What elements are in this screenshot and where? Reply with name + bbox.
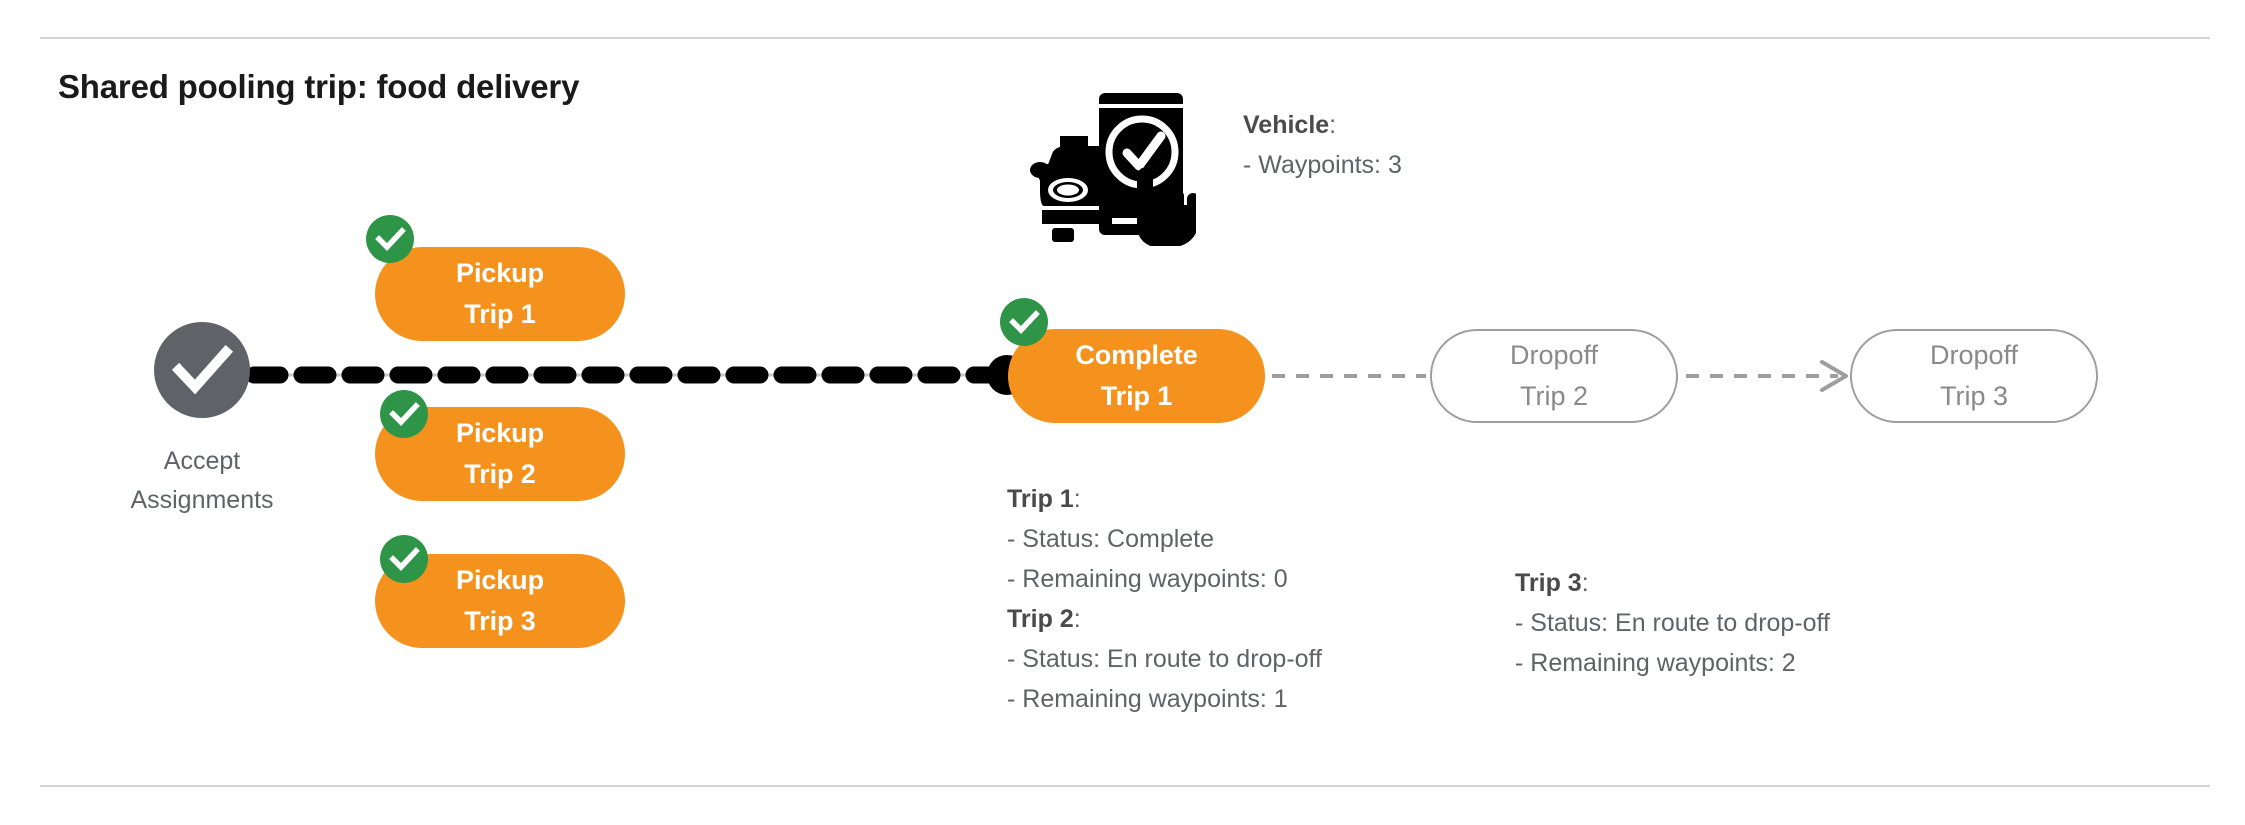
badge-disc bbox=[1000, 298, 1048, 346]
badge-disc bbox=[366, 215, 414, 263]
trip-3-status-line: - Status: En route to drop-off bbox=[1515, 609, 1830, 637]
car-phone-check-hand-icon bbox=[1030, 93, 1196, 246]
trip-1-status-line: - Status: Complete bbox=[1007, 525, 1215, 553]
vehicle-waypoints-line: - Waypoints: 3 bbox=[1243, 151, 1402, 179]
complete-trip-1-check-badge-icon bbox=[1000, 298, 1048, 346]
pickup-trip-3-check-badge-icon bbox=[380, 535, 428, 583]
check-badge-icon bbox=[1009, 310, 1040, 334]
trip-1-heading-row: Trip 1: bbox=[1007, 479, 1322, 519]
pickup-trip-1-line1: Pickup bbox=[456, 258, 544, 288]
trip-3-heading-row: Trip 3: bbox=[1515, 563, 1830, 603]
arrowhead-icon bbox=[1820, 360, 1848, 392]
check-badge-icon bbox=[389, 547, 420, 571]
trip-1-2-info-block: Trip 1: - Status: Complete - Remaining w… bbox=[1007, 479, 1322, 719]
pickup-trip-3-line1: Pickup bbox=[456, 565, 544, 595]
check-badge-icon bbox=[375, 227, 406, 251]
pickup-trip-1-line2: Trip 1 bbox=[464, 299, 536, 329]
pickup-trip-3-line2: Trip 3 bbox=[464, 606, 536, 636]
bottom-divider bbox=[40, 785, 2210, 787]
check-circle-icon bbox=[171, 344, 234, 395]
trip-2-waypoints-line: - Remaining waypoints: 1 bbox=[1007, 685, 1288, 713]
vehicle-info-block: Vehicle: - Waypoints: 3 bbox=[1243, 105, 1402, 185]
trip-1-waypoints-line: - Remaining waypoints: 0 bbox=[1007, 565, 1288, 593]
trip-3-heading-suffix: : bbox=[1581, 569, 1589, 597]
trip-2-heading: Trip 2 bbox=[1007, 605, 1074, 633]
trip-1-heading: Trip 1 bbox=[1007, 485, 1074, 513]
accept-assignments-label-line2: Assignments bbox=[130, 486, 274, 514]
dropoff-trip-2-node[interactable]: Dropoff Trip 2 bbox=[1430, 329, 1678, 423]
complete-trip-1-line1: Complete bbox=[1075, 340, 1198, 370]
accept-assignments-node[interactable] bbox=[154, 322, 250, 418]
complete-trip-1-node[interactable]: Complete Trip 1 bbox=[1008, 329, 1265, 423]
badge-disc bbox=[380, 390, 428, 438]
pickup-trip-2-check-badge-icon bbox=[380, 390, 428, 438]
vehicle-info-heading-suffix: : bbox=[1329, 111, 1337, 139]
trip-2-status-line: - Status: En route to drop-off bbox=[1007, 645, 1322, 673]
trip-3-waypoints-line: - Remaining waypoints: 2 bbox=[1515, 649, 1796, 677]
check-badge-icon bbox=[389, 402, 420, 426]
dropoff-trip-3-line1: Dropoff bbox=[1929, 340, 2019, 370]
dropoff-trip-3-line2: Trip 3 bbox=[1939, 381, 2008, 411]
trip-2-heading-suffix: : bbox=[1073, 605, 1081, 633]
pickup-trip-2-line1: Pickup bbox=[456, 418, 544, 448]
accept-assignments-label: Accept Assignments bbox=[80, 442, 324, 520]
complete-trip-1-line2: Trip 1 bbox=[1100, 381, 1173, 411]
trip-3-info-block: Trip 3: - Status: En route to drop-off -… bbox=[1515, 563, 1830, 683]
pickup-trip-1-check-badge-icon bbox=[366, 215, 414, 263]
accept-assignments-disc bbox=[154, 322, 250, 418]
dropoff-trip-2-line2: Trip 2 bbox=[1519, 381, 1588, 411]
pickup-trip-1-node[interactable]: Pickup Trip 1 bbox=[375, 247, 625, 341]
trip-1-heading-suffix: : bbox=[1073, 485, 1081, 513]
accept-assignments-label-line1: Accept bbox=[163, 447, 241, 475]
trip-3-heading: Trip 3 bbox=[1515, 569, 1582, 597]
top-divider bbox=[40, 37, 2210, 39]
vehicle-info-heading: Vehicle bbox=[1243, 111, 1330, 139]
pickup-trip-2-line2: Trip 2 bbox=[464, 459, 536, 489]
page-title: Shared pooling trip: food delivery bbox=[58, 68, 580, 105]
badge-disc bbox=[380, 535, 428, 583]
trip-2-heading-row: Trip 2: bbox=[1007, 599, 1322, 639]
vehicle-info-heading-row: Vehicle: bbox=[1243, 105, 1402, 145]
dropoff-trip-3-node[interactable]: Dropoff Trip 3 bbox=[1850, 329, 2098, 423]
dropoff-trip-2-line1: Dropoff bbox=[1509, 340, 1599, 370]
